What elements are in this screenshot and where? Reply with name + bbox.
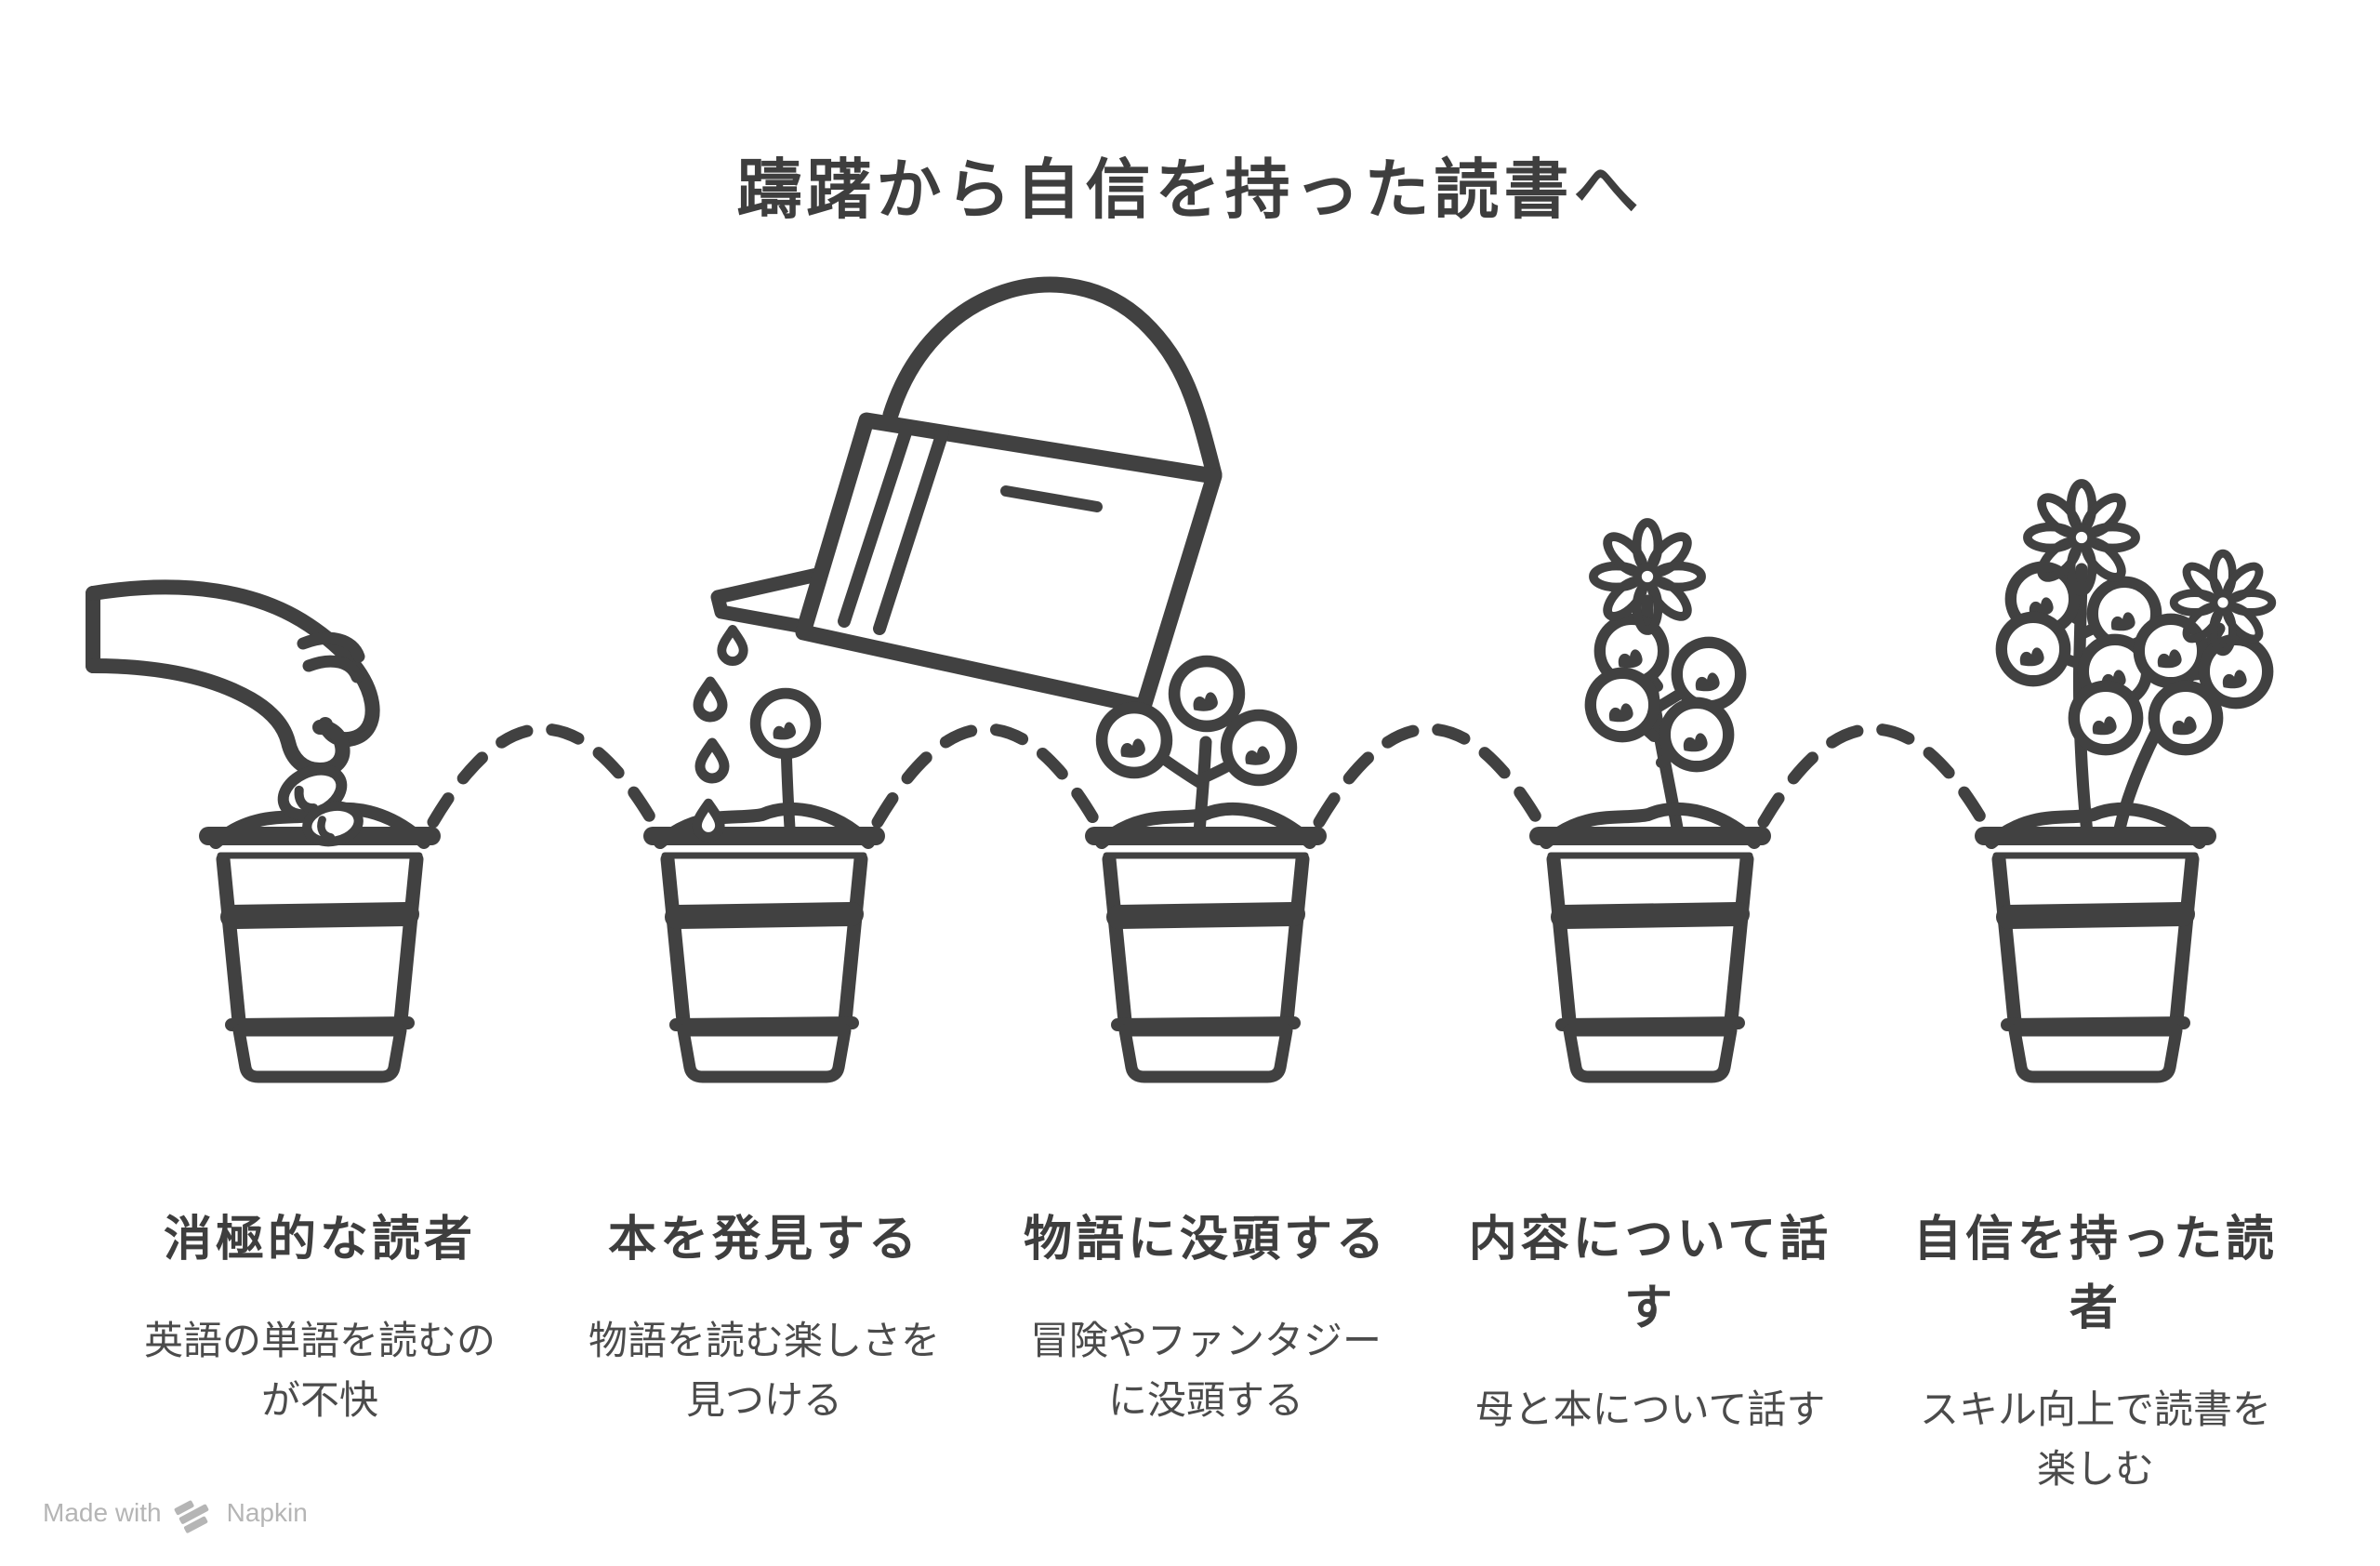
dashed-arc-connectors	[427, 723, 1988, 829]
stage-description: スキル向上で読書を 楽しむ	[1919, 1387, 2271, 1491]
stage-label: 内容について話 す	[1468, 1213, 1832, 1335]
stage-column-4: 内容について話 す 母と本について話す	[1446, 1188, 1855, 1456]
stage-description: 英語の単語を読むの が不快	[143, 1319, 496, 1422]
dashed-arc	[427, 723, 657, 829]
dashed-arc	[1757, 723, 1988, 829]
stage-label: 本を発見する	[607, 1213, 920, 1267]
diagram-title: 躊躇から自信を持った読書へ	[736, 153, 1644, 226]
stage-description: 物語を読む楽しさを 見つける	[588, 1319, 940, 1422]
flower-pot-icon	[1539, 809, 1762, 1077]
brand-name: Napkin	[226, 1498, 308, 1527]
small-plant-icon	[1102, 661, 1291, 840]
flower-pot-icon	[653, 809, 876, 1077]
footer: Made with Napkin	[43, 1492, 308, 1534]
watering-can-icon	[710, 276, 1223, 715]
dashed-arc	[1313, 723, 1543, 829]
flower-pot-icon	[1094, 809, 1317, 1077]
stage-label: 消極的な読者	[163, 1213, 476, 1267]
flower-pot-icon	[1984, 809, 2207, 1077]
stage-column-1: 消極的な読者 英語の単語を読むの が不快	[115, 1188, 524, 1447]
hand-planting-seed-icon	[86, 579, 380, 777]
made-with-text: Made with	[43, 1498, 162, 1527]
napkin-logo-icon	[174, 1500, 208, 1533]
stage-description: 冒険やファンタジー に没頭する	[1029, 1319, 1382, 1422]
stage-column-5: 自信を持った読 者 スキル向上で読書を 楽しむ	[1891, 1188, 2300, 1516]
stage-column-3: 物語に没頭する 冒険やファンタジー に没頭する	[1001, 1188, 1410, 1447]
stage-label: 自信を持った読 者	[1912, 1213, 2278, 1335]
blooming-plant-icon	[2002, 484, 2272, 840]
flowering-plant-icon	[1591, 523, 1740, 840]
stage-label: 物語に没頭する	[1023, 1213, 1388, 1267]
flower-pot-icon	[208, 809, 431, 1077]
water-drop-icon	[697, 630, 744, 837]
stage-description: 母と本について話す	[1474, 1387, 1826, 1431]
stage-column-2: 本を発見する 物語を読む楽しさを 見つける	[560, 1188, 969, 1447]
dashed-arc	[871, 723, 1100, 829]
